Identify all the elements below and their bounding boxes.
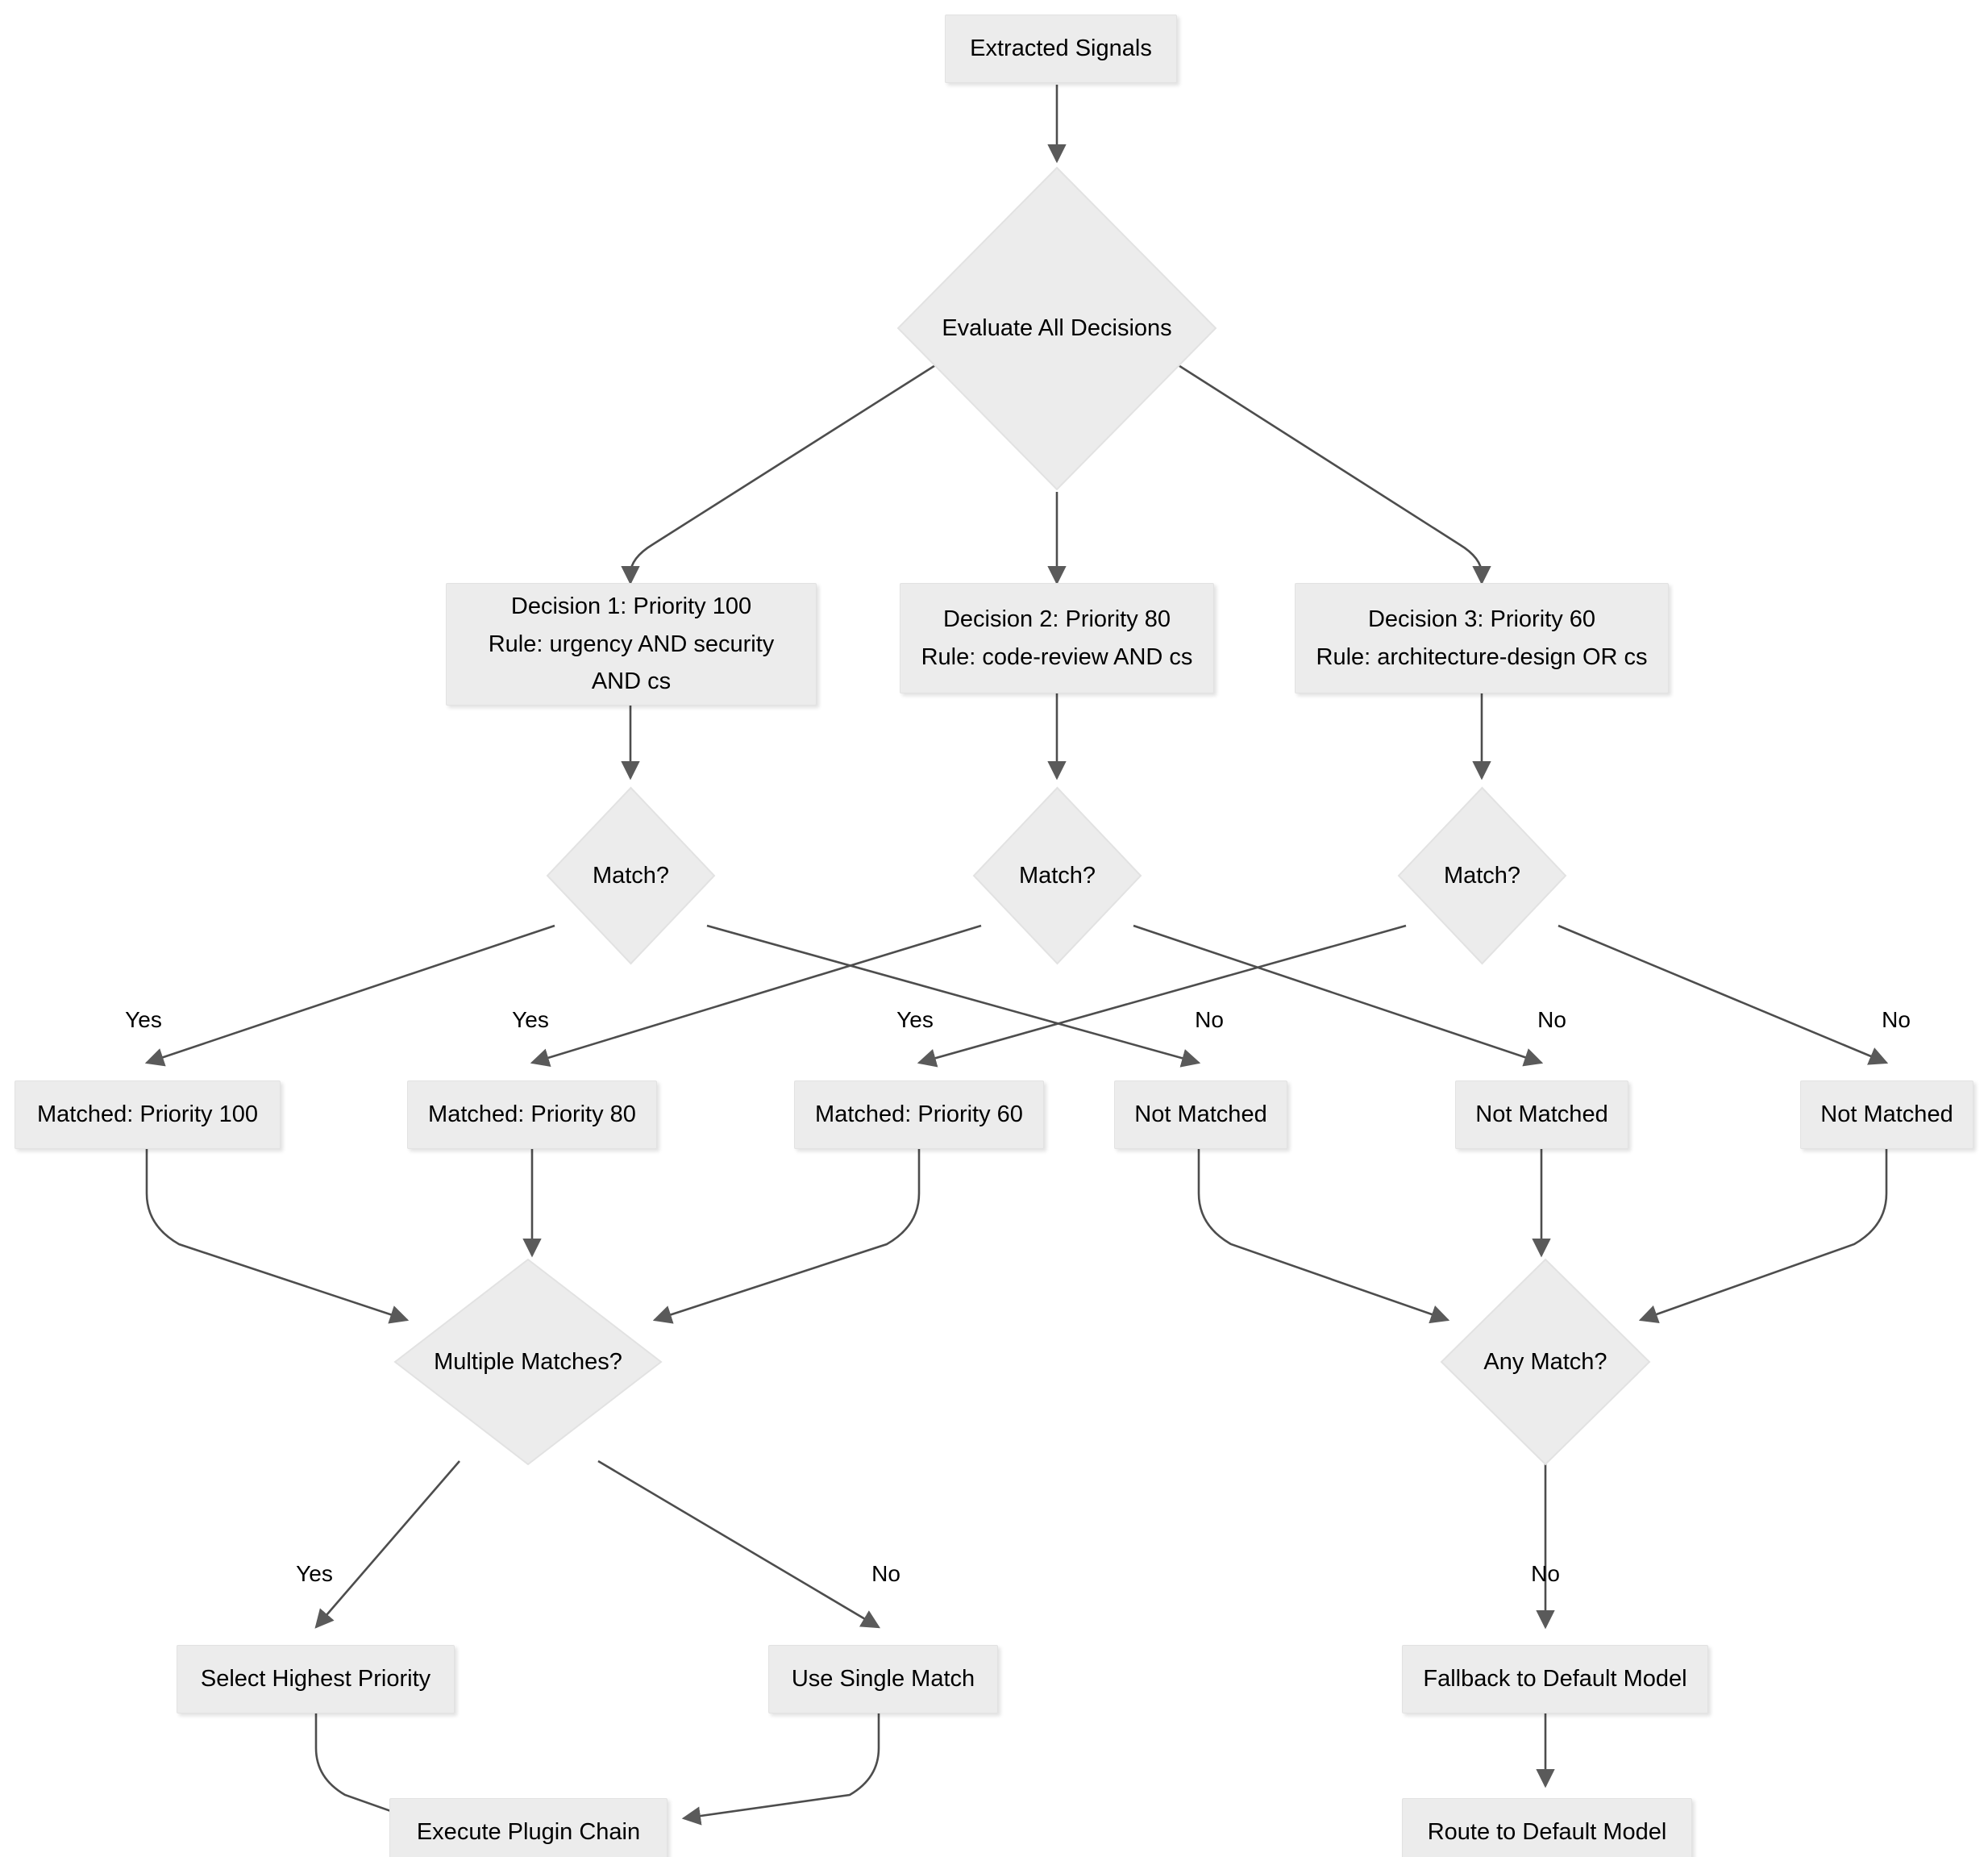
edge-matched60-to-multiple bbox=[652, 1149, 921, 1324]
node-label: Use Single Match bbox=[791, 1666, 975, 1693]
edge-label-no-1: No bbox=[1195, 1007, 1224, 1032]
node-use-single-match[interactable]: Use Single Match bbox=[768, 1645, 998, 1713]
edge-multiple-no bbox=[597, 1459, 881, 1629]
node-label: Match? bbox=[1443, 862, 1521, 889]
edge-evaluate-to-decision3 bbox=[1174, 361, 1491, 585]
node-label-line-1: Decision 1: Priority 100 bbox=[510, 593, 752, 619]
edge-usesingle-to-execute bbox=[681, 1713, 880, 1826]
node-label: Fallback to Default Model bbox=[1423, 1666, 1687, 1693]
node-label: Not Matched bbox=[1134, 1101, 1267, 1128]
node-label: Execute Plugin Chain bbox=[416, 1819, 641, 1846]
edge-label-yes-3: Yes bbox=[896, 1007, 934, 1032]
node-not-matched-2[interactable]: Not Matched bbox=[1455, 1080, 1628, 1149]
node-matched-priority-80[interactable]: Matched: Priority 80 bbox=[407, 1080, 657, 1149]
node-match-1[interactable]: Match? bbox=[546, 786, 716, 965]
node-label: Match? bbox=[592, 862, 670, 889]
node-any-match[interactable]: Any Match? bbox=[1440, 1258, 1651, 1466]
node-fallback-to-default-model[interactable]: Fallback to Default Model bbox=[1402, 1645, 1708, 1713]
node-extracted-signals[interactable]: Extracted Signals bbox=[945, 15, 1177, 83]
node-evaluate-all-decisions[interactable]: Evaluate All Decisions bbox=[896, 165, 1218, 492]
node-label-line-2: Rule: urgency AND security bbox=[488, 631, 775, 657]
edge-label-anymatch-no: No bbox=[1531, 1561, 1560, 1586]
node-label: Not Matched bbox=[1475, 1101, 1608, 1128]
edge-match1-yes bbox=[144, 924, 555, 1067]
node-label: Select Highest Priority bbox=[200, 1666, 431, 1693]
node-decision-1[interactable]: Decision 1: Priority 100 Rule: urgency A… bbox=[446, 583, 817, 706]
node-match-3[interactable]: Match? bbox=[1397, 786, 1567, 965]
node-execute-plugin-chain[interactable]: Execute Plugin Chain bbox=[389, 1798, 668, 1857]
edge-label-no-3: No bbox=[1882, 1007, 1911, 1032]
node-label: Extracted Signals bbox=[970, 35, 1152, 62]
edge-label-yes-2: Yes bbox=[512, 1007, 549, 1032]
node-label-line-1: Decision 3: Priority 60 bbox=[1367, 606, 1596, 632]
node-label-line-1: Decision 2: Priority 80 bbox=[942, 606, 1171, 632]
node-label-line-2: Rule: architecture-design OR cs bbox=[1316, 643, 1648, 670]
node-decision-2[interactable]: Decision 2: Priority 80 Rule: code-revie… bbox=[900, 583, 1214, 693]
node-label: Multiple Matches? bbox=[434, 1348, 622, 1375]
node-label: Match? bbox=[1018, 862, 1096, 889]
edge-notmatched3-to-anymatch bbox=[1638, 1149, 1888, 1323]
node-multiple-matches[interactable]: Multiple Matches? bbox=[393, 1258, 663, 1466]
node-matched-priority-100[interactable]: Matched: Priority 100 bbox=[15, 1080, 281, 1149]
node-select-highest-priority[interactable]: Select Highest Priority bbox=[177, 1645, 455, 1713]
node-decision-3[interactable]: Decision 3: Priority 60 Rule: architectu… bbox=[1295, 583, 1669, 693]
node-label: Route to Default Model bbox=[1427, 1819, 1667, 1846]
edge-label-multiple-no: No bbox=[871, 1561, 900, 1586]
node-matched-priority-60[interactable]: Matched: Priority 60 bbox=[794, 1080, 1044, 1149]
node-not-matched-1[interactable]: Not Matched bbox=[1114, 1080, 1287, 1149]
edge-label-yes-1: Yes bbox=[125, 1007, 162, 1032]
edge-evaluate-to-decision1 bbox=[621, 361, 940, 585]
edge-label-multiple-yes: Yes bbox=[296, 1561, 333, 1586]
node-match-2[interactable]: Match? bbox=[972, 786, 1142, 965]
node-not-matched-3[interactable]: Not Matched bbox=[1800, 1080, 1973, 1149]
node-label: Matched: Priority 80 bbox=[428, 1101, 636, 1128]
node-route-to-default-model[interactable]: Route to Default Model bbox=[1402, 1798, 1692, 1857]
diamond-shape bbox=[393, 1258, 663, 1466]
edge-match3-no bbox=[1558, 924, 1889, 1065]
edge-multiple-yes bbox=[314, 1460, 460, 1629]
node-label: Any Match? bbox=[1483, 1348, 1607, 1375]
node-label: Evaluate All Decisions bbox=[942, 315, 1172, 341]
node-label: Matched: Priority 100 bbox=[36, 1101, 258, 1128]
diamond-shape bbox=[896, 166, 1217, 491]
edge-matched100-to-multiple bbox=[145, 1149, 410, 1324]
edge-notmatched1-to-anymatch bbox=[1197, 1149, 1450, 1324]
node-label-line-2: Rule: code-review AND cs bbox=[921, 643, 1193, 670]
node-label: Not Matched bbox=[1820, 1101, 1953, 1128]
node-label: Matched: Priority 60 bbox=[815, 1101, 1023, 1128]
edge-label-no-2: No bbox=[1537, 1007, 1566, 1032]
node-label-line-3: AND cs bbox=[591, 668, 672, 695]
